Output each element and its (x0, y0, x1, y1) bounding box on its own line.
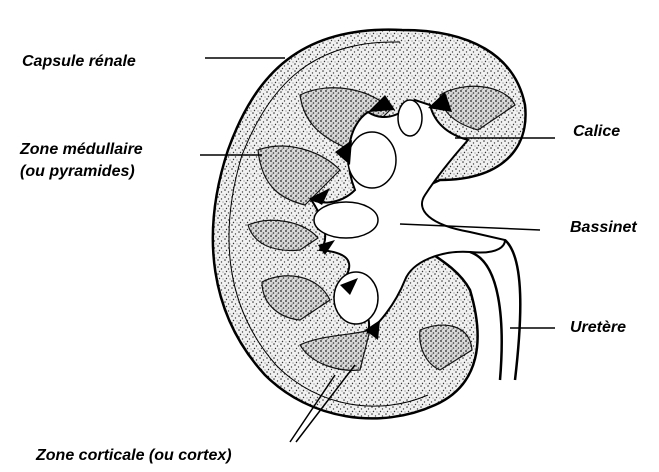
label-ureter: Uretère (570, 318, 626, 338)
label-medulla-line2: (ou pyramides) (20, 162, 135, 182)
ureter-wall (505, 240, 520, 380)
label-cortex: Zone corticale (ou cortex) (36, 446, 232, 466)
label-calyx: Calice (573, 122, 620, 142)
label-medulla-line1: Zone médullaire (20, 140, 143, 160)
label-capsule: Capsule rénale (22, 52, 136, 72)
label-pelvis: Bassinet (570, 218, 637, 238)
